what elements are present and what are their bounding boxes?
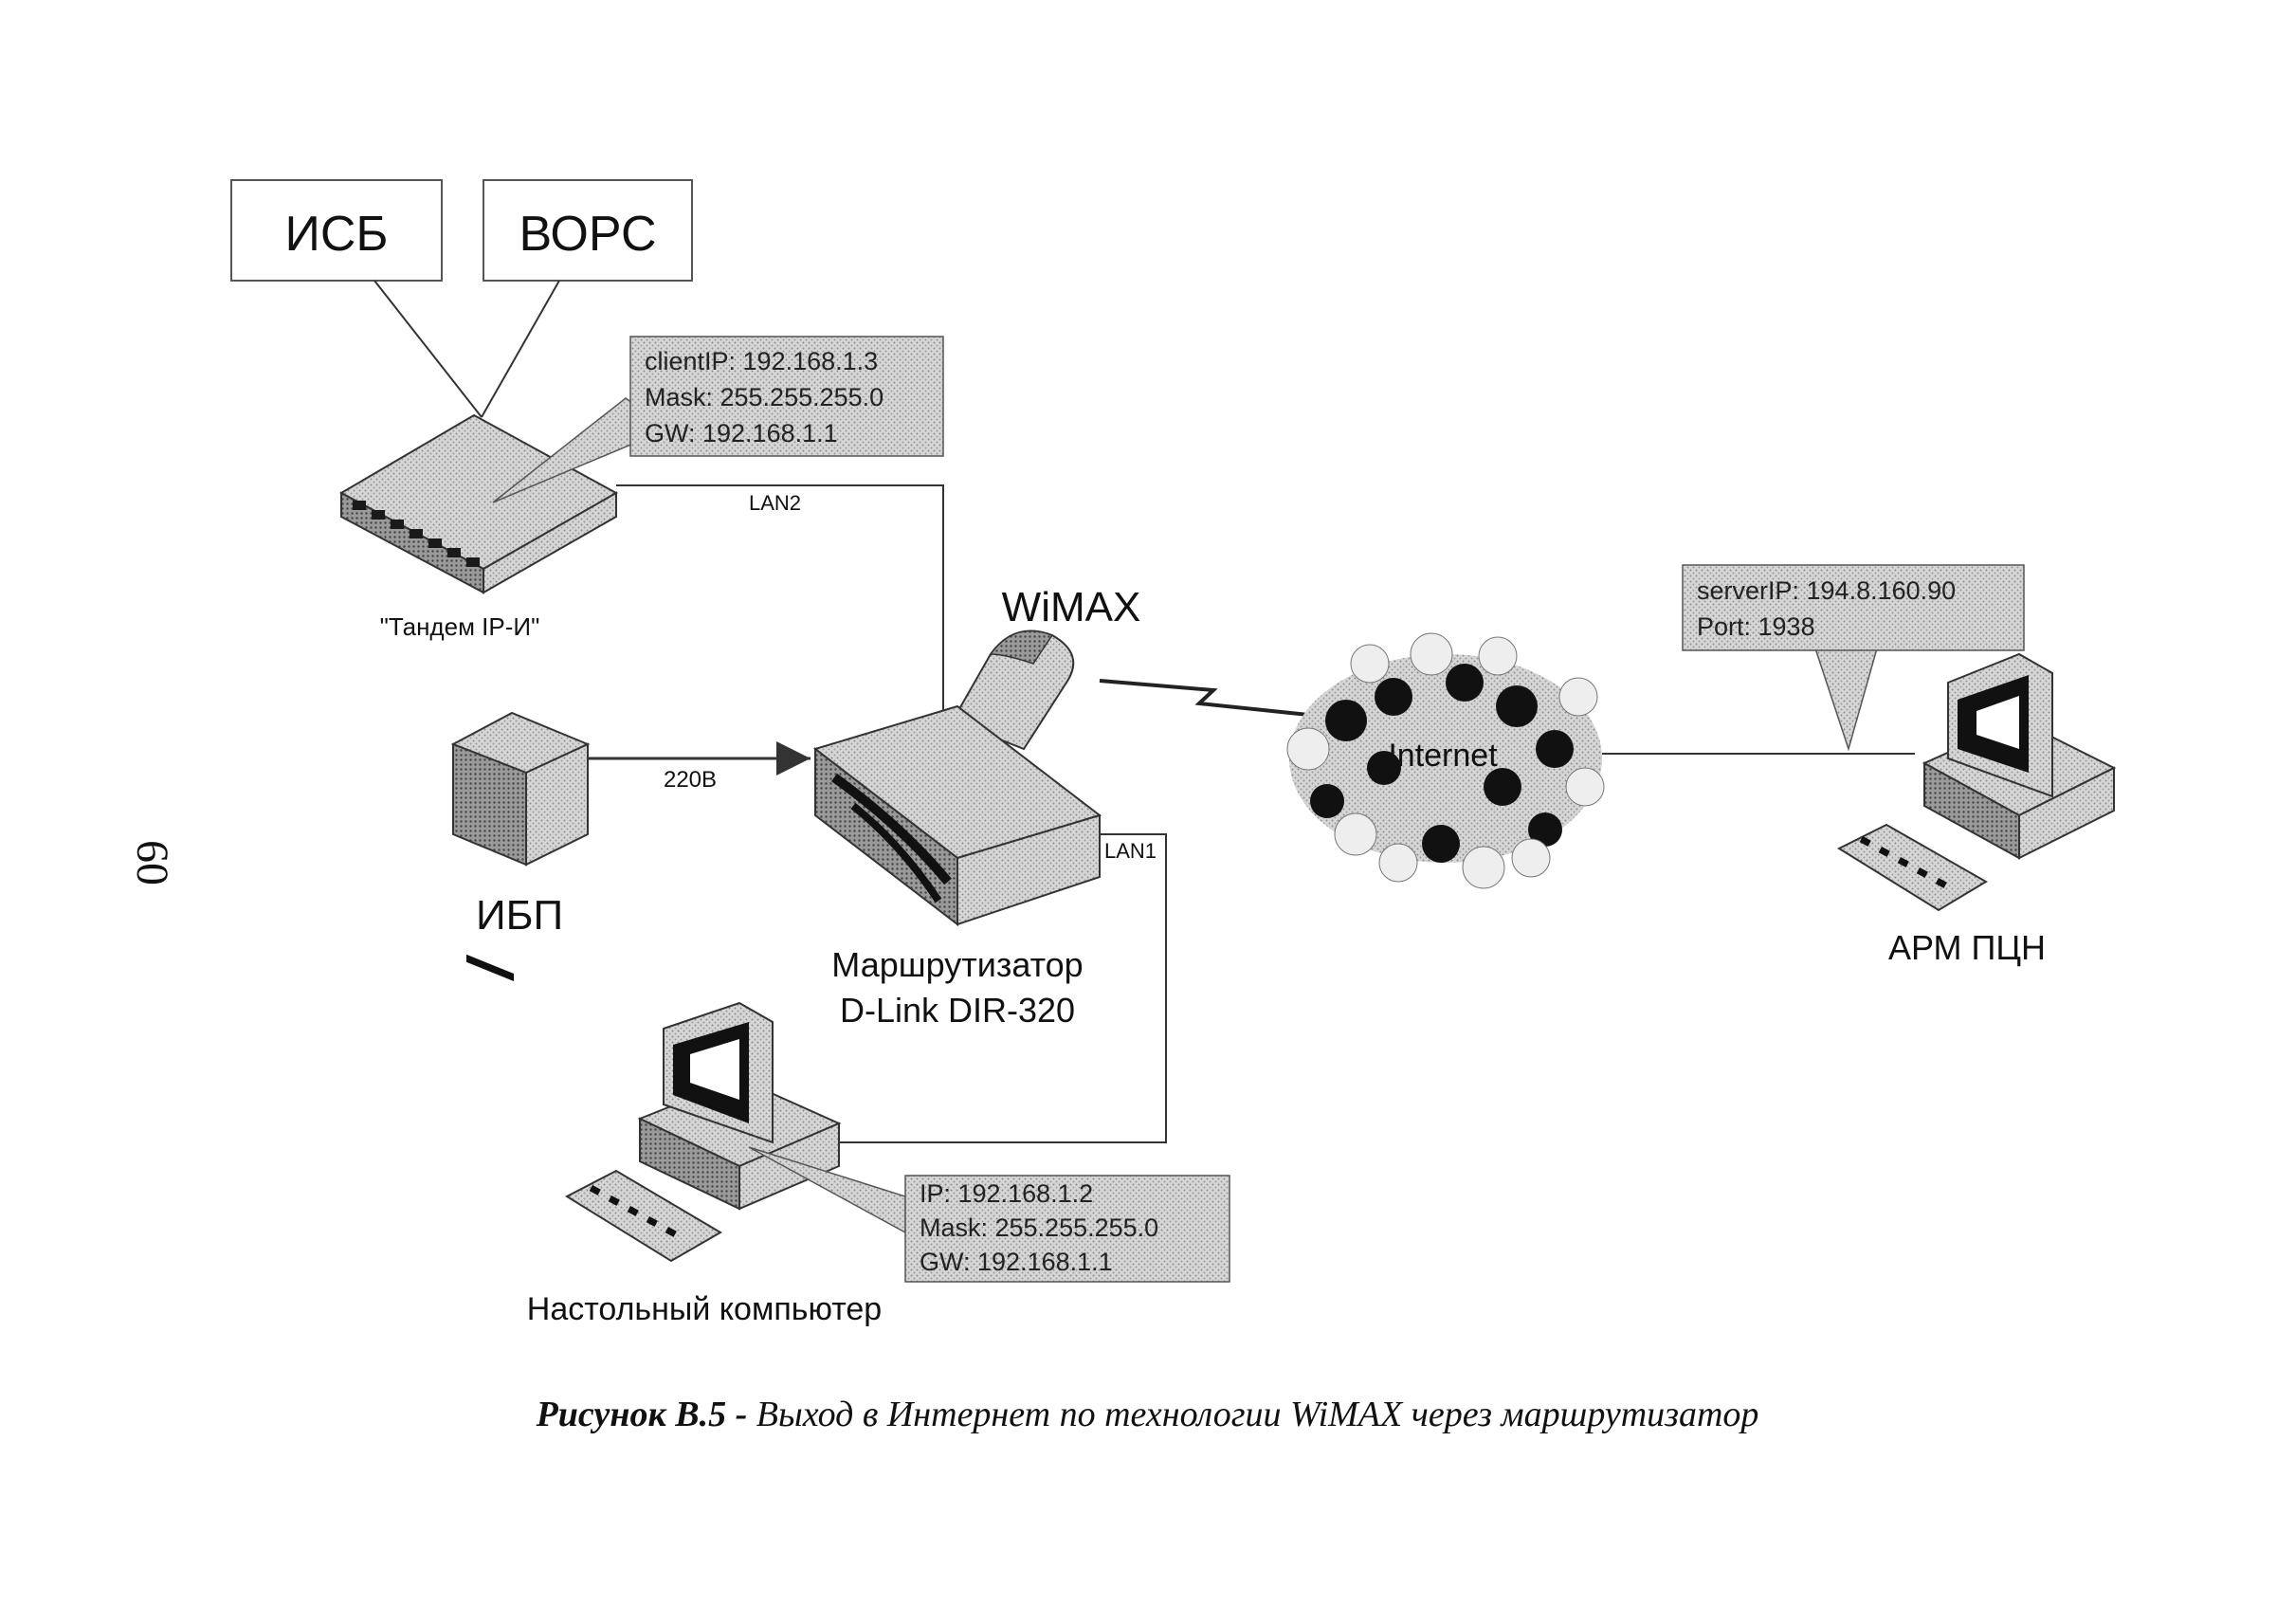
ups-icon bbox=[450, 711, 591, 981]
arm-computer-icon bbox=[1836, 652, 2117, 912]
tandem-callout-line-3: GW: 192.168.1.1 bbox=[645, 419, 838, 447]
lan2-label: LAN2 bbox=[749, 491, 801, 515]
internet-label: Internet bbox=[1388, 738, 1498, 774]
tandem-label: "Тандем IP-И" bbox=[380, 612, 540, 641]
lan1-label: LAN1 bbox=[1104, 839, 1157, 863]
desktop-callout-line-2: Mask: 255.255.255.0 bbox=[920, 1213, 1158, 1242]
wimax-label: WiMAX bbox=[1002, 584, 1141, 630]
server-callout-line-1: serverIP: 194.8.160.90 bbox=[1697, 576, 1956, 605]
desktop-callout-line-1: IP: 192.168.1.2 bbox=[920, 1179, 1093, 1208]
desktop-callout-line-3: GW: 192.168.1.1 bbox=[920, 1248, 1113, 1276]
wireless-link bbox=[1099, 679, 1319, 718]
tandem-callout-line-1: clientIP: 192.168.1.3 bbox=[645, 347, 878, 375]
vors-box: ВОРС bbox=[483, 179, 693, 282]
router-label-line-2: D-Link DIR-320 bbox=[840, 991, 1075, 1030]
desktop-callout: IP: 192.168.1.2 Mask: 255.255.255.0 GW: … bbox=[748, 1146, 1230, 1283]
server-callout: serverIP: 194.8.160.90 Port: 1938 bbox=[1682, 564, 2025, 752]
lan1-link bbox=[815, 833, 1167, 1143]
figure-caption-text: Выход в Интернет по технологии WiMAX чер… bbox=[747, 1395, 1759, 1434]
isb-link bbox=[373, 280, 483, 418]
vors-link bbox=[481, 280, 560, 418]
figure-caption-prefix: Рисунок В.5 - bbox=[536, 1395, 748, 1434]
server-callout-line-2: Port: 1938 bbox=[1697, 612, 1815, 641]
page-number: 60 bbox=[127, 840, 177, 885]
arm-label: АРМ ПЦН bbox=[1888, 928, 2046, 967]
ups-label: ИБП bbox=[476, 892, 563, 939]
lan2-link bbox=[616, 484, 944, 721]
tandem-device-icon bbox=[338, 413, 619, 594]
router-label-line-1: Маршрутизатор bbox=[831, 945, 1083, 984]
internet-cloud-icon bbox=[1286, 632, 1605, 889]
wimax-antenna-icon bbox=[951, 630, 1075, 751]
desktop-label: Настольный компьютер bbox=[527, 1291, 882, 1327]
vors-label: ВОРС bbox=[519, 207, 656, 262]
desktop-computer-icon bbox=[564, 1001, 842, 1263]
tandem-callout-line-2: Mask: 255.255.255.0 bbox=[645, 383, 883, 411]
power-label: 220В bbox=[664, 767, 717, 793]
isb-label: ИСБ bbox=[284, 207, 388, 262]
isb-box: ИСБ bbox=[230, 179, 443, 282]
tandem-callout: clientIP: 192.168.1.3 Mask: 255.255.255.… bbox=[492, 336, 944, 503]
figure-caption: Рисунок В.5 - Выход в Интернет по технол… bbox=[0, 1394, 2295, 1435]
router-icon bbox=[812, 704, 1102, 927]
